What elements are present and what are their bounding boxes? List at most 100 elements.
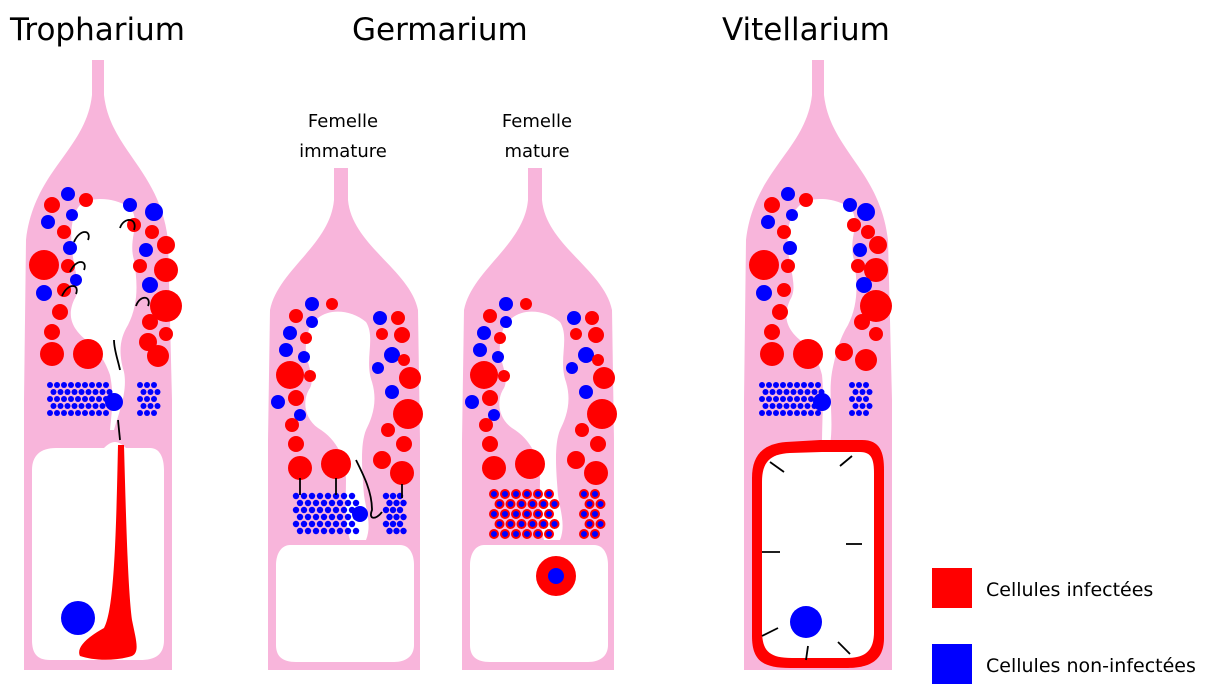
uninfected-cell-dot [860, 389, 866, 395]
uninfected-cell-dot [773, 382, 779, 388]
uninfected-cell-dot [386, 528, 392, 534]
infected-cell-dot [551, 500, 559, 508]
uninfected-cell-dot [849, 382, 855, 388]
uninfected-cell-dot [321, 500, 327, 506]
uninfected-cell-dot [75, 382, 81, 388]
legend: Cellules infectées Cellules non-infectée… [932, 568, 1196, 684]
uninfected-cell-dot [780, 382, 786, 388]
uninfected-cell-dot [759, 382, 765, 388]
title-vitellarium: Vitellarium [722, 12, 890, 48]
uninfected-cell-dot [787, 410, 793, 416]
uninfected-cell-dot [293, 493, 299, 499]
infected-cell-dot [523, 510, 531, 518]
uninfected-cell-dot [849, 410, 855, 416]
infected-cell-dot [540, 500, 548, 508]
uninfected-cell-dot [329, 514, 335, 520]
infected-cell-dot [580, 490, 588, 498]
uninfected-cell-dot [383, 521, 389, 527]
uninfected-cell-dot [93, 389, 99, 395]
uninfected-cell-dot [325, 493, 331, 499]
uninfected-cell-dot [79, 403, 85, 409]
uninfected-cell-dot [75, 410, 81, 416]
uninfected-cell-dot [96, 410, 102, 416]
uninfected-cell-dot [400, 528, 406, 534]
uninfected-cell-dot [61, 410, 67, 416]
ovariole-tropharium [24, 60, 182, 670]
infected-cell-dot [490, 530, 498, 538]
infected-cell-dot [501, 510, 509, 518]
infected-cell-dot [501, 490, 509, 498]
uninfected-cell-dot [397, 507, 403, 513]
uninfected-cell-dot [393, 514, 399, 520]
infected-cell-dot [490, 490, 498, 498]
uninfected-cell-dot [47, 382, 53, 388]
uninfected-cell-dot [383, 493, 389, 499]
uninfected-cell-dot [321, 528, 327, 534]
uninfected-cell-dot [353, 528, 359, 534]
uninfected-cell-dot [65, 403, 71, 409]
uninfected-cell-dot [763, 403, 769, 409]
uninfected-cell-dot [305, 500, 311, 506]
uninfected-cell-dot [137, 396, 143, 402]
uninfected-cell-dot [784, 403, 790, 409]
uninfected-cell-dot [309, 507, 315, 513]
infected-cell-dot [518, 500, 526, 508]
uninfected-cell-dot [867, 389, 873, 395]
uninfected-cell-dot [54, 396, 60, 402]
uninfected-cell-dot [293, 521, 299, 527]
uninfected-cell-dot [137, 382, 143, 388]
uninfected-cell-dot [305, 528, 311, 534]
uninfected-cell-dot [317, 493, 323, 499]
infected-cell-dot [580, 510, 588, 518]
uninfected-cell-dot [794, 396, 800, 402]
uninfected-cell-dot [390, 493, 396, 499]
infected-cell-dot [496, 520, 504, 528]
uninfected-cell-dot [89, 410, 95, 416]
uninfected-cell-dot [297, 514, 303, 520]
uninfected-cell-dot [345, 528, 351, 534]
uninfected-cell-dot [794, 382, 800, 388]
uninfected-cell-dot [345, 500, 351, 506]
uninfected-cell-dot [863, 396, 869, 402]
infected-cell-dot [540, 520, 548, 528]
uninfected-cell-dot [96, 396, 102, 402]
uninfected-cell-dot [853, 403, 859, 409]
title-tropharium: Tropharium [9, 12, 185, 48]
uninfected-cell-dot [148, 403, 154, 409]
uninfected-cell-dot [65, 389, 71, 395]
uninfected-cell-dot [301, 493, 307, 499]
uninfected-nucleus [548, 568, 564, 584]
infected-cell-dot [591, 510, 599, 518]
uninfected-cell-dot [68, 410, 74, 416]
uninfected-cell-dot [141, 403, 147, 409]
legend-swatch-infected [932, 568, 972, 608]
uninfected-cell-dot [141, 389, 147, 395]
uninfected-cell-dot [68, 396, 74, 402]
infected-cell-dot [512, 510, 520, 518]
uninfected-cell-dot [770, 389, 776, 395]
uninfected-cell-dot [849, 396, 855, 402]
uninfected-cell-dot [801, 396, 807, 402]
uninfected-cell-dot [801, 382, 807, 388]
uninfected-cell-dot [390, 521, 396, 527]
uninfected-cell-dot [780, 410, 786, 416]
uninfected-cell-dot [777, 389, 783, 395]
uninfected-cell-dot [309, 493, 315, 499]
uninfected-cell-dot [309, 521, 315, 527]
uninfected-cell-dot [100, 403, 106, 409]
uninfected-cell-dot [400, 514, 406, 520]
uninfected-cell-dot [863, 382, 869, 388]
uninfected-cell-dot [58, 389, 64, 395]
uninfected-cell-dot [759, 396, 765, 402]
infected-cell-dot [507, 500, 515, 508]
uninfected-cell-dot [791, 403, 797, 409]
label-mature-line1: Femelle [502, 111, 572, 132]
uninfected-cell-dot [86, 389, 92, 395]
label-mature-line2: mature [504, 141, 569, 162]
uninfected-cell-dot [103, 382, 109, 388]
uninfected-cell-dot [763, 389, 769, 395]
uninfected-cell-dot [51, 403, 57, 409]
uninfected-cell-dot [863, 410, 869, 416]
uninfected-cell-dot [103, 410, 109, 416]
uninfected-cell-dot [801, 410, 807, 416]
